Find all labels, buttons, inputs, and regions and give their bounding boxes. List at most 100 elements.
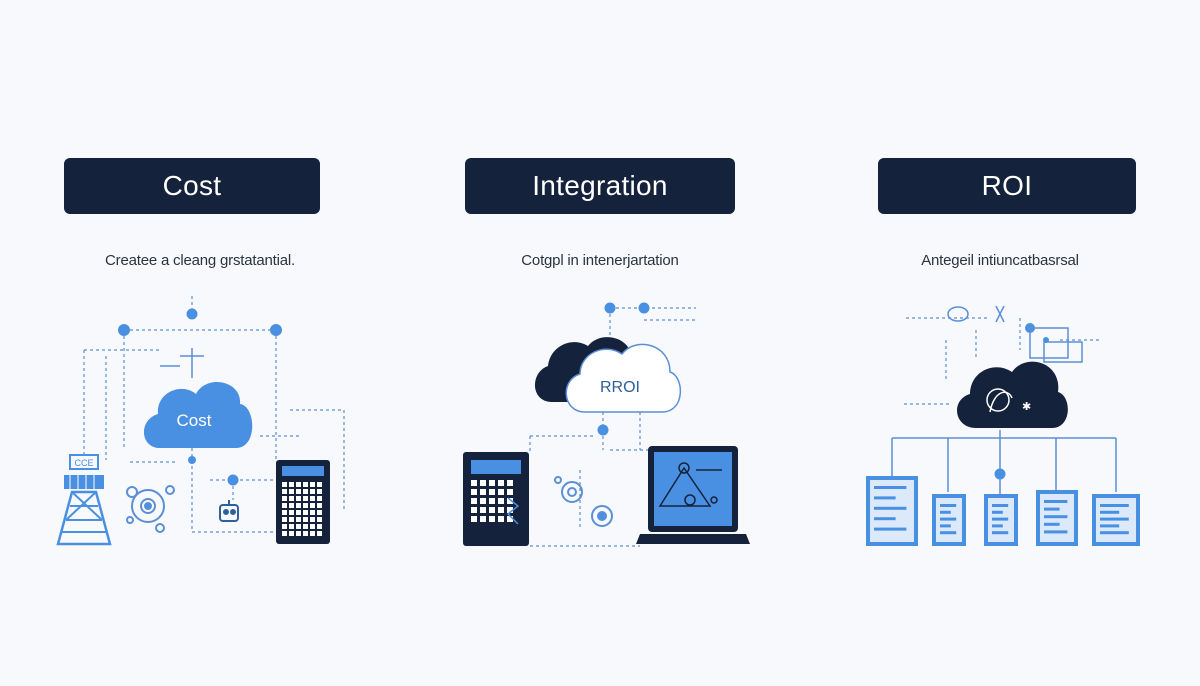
integration-title: Integration [532,170,668,201]
calculator-key [289,531,294,536]
gear-icon [554,476,613,527]
calculator-key [507,480,513,486]
calculator-key [317,496,322,501]
calculator-key [310,503,315,508]
calculator-key [480,489,486,495]
document-line [1044,522,1060,526]
calculator-key [303,503,308,508]
node-dot [638,302,650,314]
calculator-key [296,510,301,515]
calculator-key [282,482,287,487]
cost-column: Cost Createe a cleang grstatantial. [0,0,400,686]
calculator-key [489,489,495,495]
calculator-key [507,498,513,504]
integration-subtitle: Cotgpl in intenerjartation [521,251,679,269]
cost-title-box: Cost [64,158,320,214]
calculator-key [480,498,486,504]
document-line [1044,507,1060,511]
integration-title-box: Integration [465,158,735,214]
calculator-key [310,524,315,529]
calculator-key [507,507,513,513]
calculator-key [310,482,315,487]
calculator-keys [282,482,322,536]
node-dot [597,424,609,436]
calculator-icon [463,452,529,546]
calculator-key [296,503,301,508]
document-line [940,531,957,535]
calculator-key [310,531,315,536]
document-line [1100,510,1120,514]
document-line [992,510,1003,514]
calculator-key [480,507,486,513]
calculator-key [507,489,513,495]
node-dot [604,302,616,314]
calculator-key [471,480,477,486]
calculator-key [303,496,308,501]
document-line [1044,530,1068,534]
node-dot [994,468,1006,480]
calculator-icon [276,460,330,544]
document-line [1044,500,1068,503]
document-line [874,517,896,521]
calculator-key [296,489,301,494]
document-line [992,504,1009,507]
document-line [940,510,951,514]
calculator-key [471,489,477,495]
document-line [874,496,896,500]
calculator-key [310,517,315,522]
calculator-key [317,524,322,529]
document-line [1100,504,1129,507]
calculator-key [282,517,287,522]
integration-connector-lines [529,307,696,547]
tower-icon: CCE [56,454,112,546]
cost-nodes [118,308,282,486]
calculator-key [498,516,504,522]
document-panel-inner [870,480,914,542]
calculator-key [471,498,477,504]
document-line [940,517,957,521]
roi-title-box: ROI [878,158,1136,214]
document-line [1100,531,1129,535]
calculator-key [303,489,308,494]
calculator-key [296,482,301,487]
cost-cloud-label: Cost [177,411,212,430]
cost-illustration: Cost CCE [56,296,345,546]
calculator-key [282,524,287,529]
calculator-key [489,516,495,522]
calculator-key [317,489,322,494]
cost-cloud-icon: Cost [143,381,253,448]
calculator-key [310,496,315,501]
calculator-key [317,482,322,487]
document-line [940,524,951,528]
document-line [940,504,957,507]
document-line [874,527,907,531]
roi-connector-lines [904,317,1100,405]
antenna-icon [160,348,204,378]
calculator-key [489,480,495,486]
calculator-key [317,517,322,522]
document-line [992,524,1003,528]
roi-title: ROI [981,170,1033,201]
calculator-key [289,524,294,529]
roi-cloud-icon: ✱ [957,361,1068,428]
roi-tree-lines [891,430,1117,494]
cost-title: Cost [162,170,222,201]
calculator-key [289,517,294,522]
calculator-key [296,517,301,522]
calculator-key [296,531,301,536]
calculator-key [498,498,504,504]
roi-illustration: ✱ [866,305,1140,546]
roi-document-panels [866,476,1140,546]
node-dot [118,324,130,336]
calculator-key [303,524,308,529]
calculator-key [289,489,294,494]
node-dot [188,456,196,464]
calculator-key [498,480,504,486]
integration-illustration: RROI [463,302,750,547]
calculator-key [471,516,477,522]
tower-label: CCE [74,458,93,468]
calculator-key [303,482,308,487]
roi-subtitle: Antegeil intiuncatbasrsal [921,251,1079,269]
calculator-key [282,496,287,501]
calculator-key [289,510,294,515]
